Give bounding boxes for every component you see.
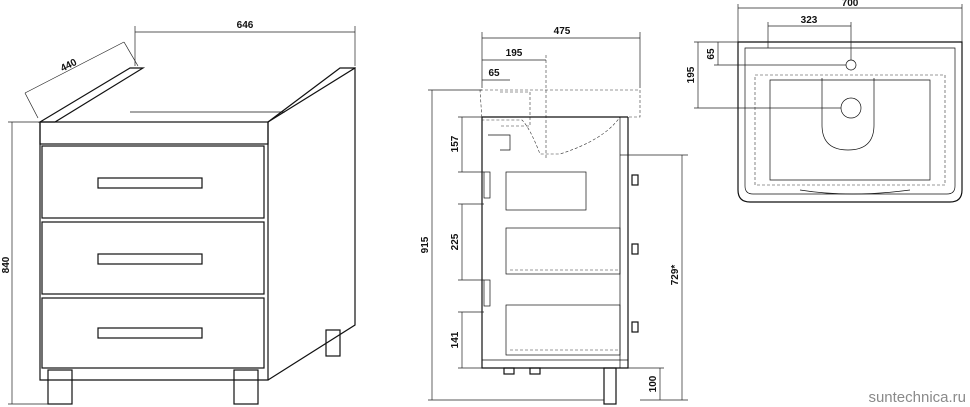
drawer-handle-1 (97, 177, 203, 189)
dim-157: 157 (450, 135, 461, 152)
dim-323: 323 (801, 15, 818, 26)
dim-700: 700 (842, 0, 859, 9)
dim-475: 475 (554, 26, 571, 37)
dim-65-top: 65 (706, 48, 717, 60)
drawer-3 (41, 297, 265, 369)
dim-141: 141 (450, 331, 461, 348)
drawer-handle-3 (97, 327, 203, 339)
dim-646: 646 (237, 20, 254, 31)
drawer-2 (41, 221, 265, 295)
drawer-handle-2 (97, 253, 203, 265)
dim-100: 100 (648, 375, 659, 392)
dim-840: 840 (1, 256, 12, 273)
front-view: 646 440 840 (1, 20, 356, 405)
dim-195-top: 195 (686, 66, 697, 83)
dim-915: 915 (420, 236, 431, 253)
leg-front-left (47, 369, 73, 405)
leg-back-right (325, 329, 341, 357)
dim-65: 65 (488, 68, 500, 79)
top-view: 700 323 65 195 (686, 0, 963, 203)
side-view: 475 195 65 915 157 225 141 729* 1 (420, 26, 688, 405)
dim-440: 440 (59, 57, 79, 75)
dim-225: 225 (450, 233, 461, 250)
drawer-1 (41, 145, 265, 219)
leg-front-right (233, 369, 259, 405)
dim-195: 195 (506, 48, 523, 59)
watermark: suntechnica.ru (868, 389, 966, 406)
dim-729: 729* (670, 265, 681, 286)
